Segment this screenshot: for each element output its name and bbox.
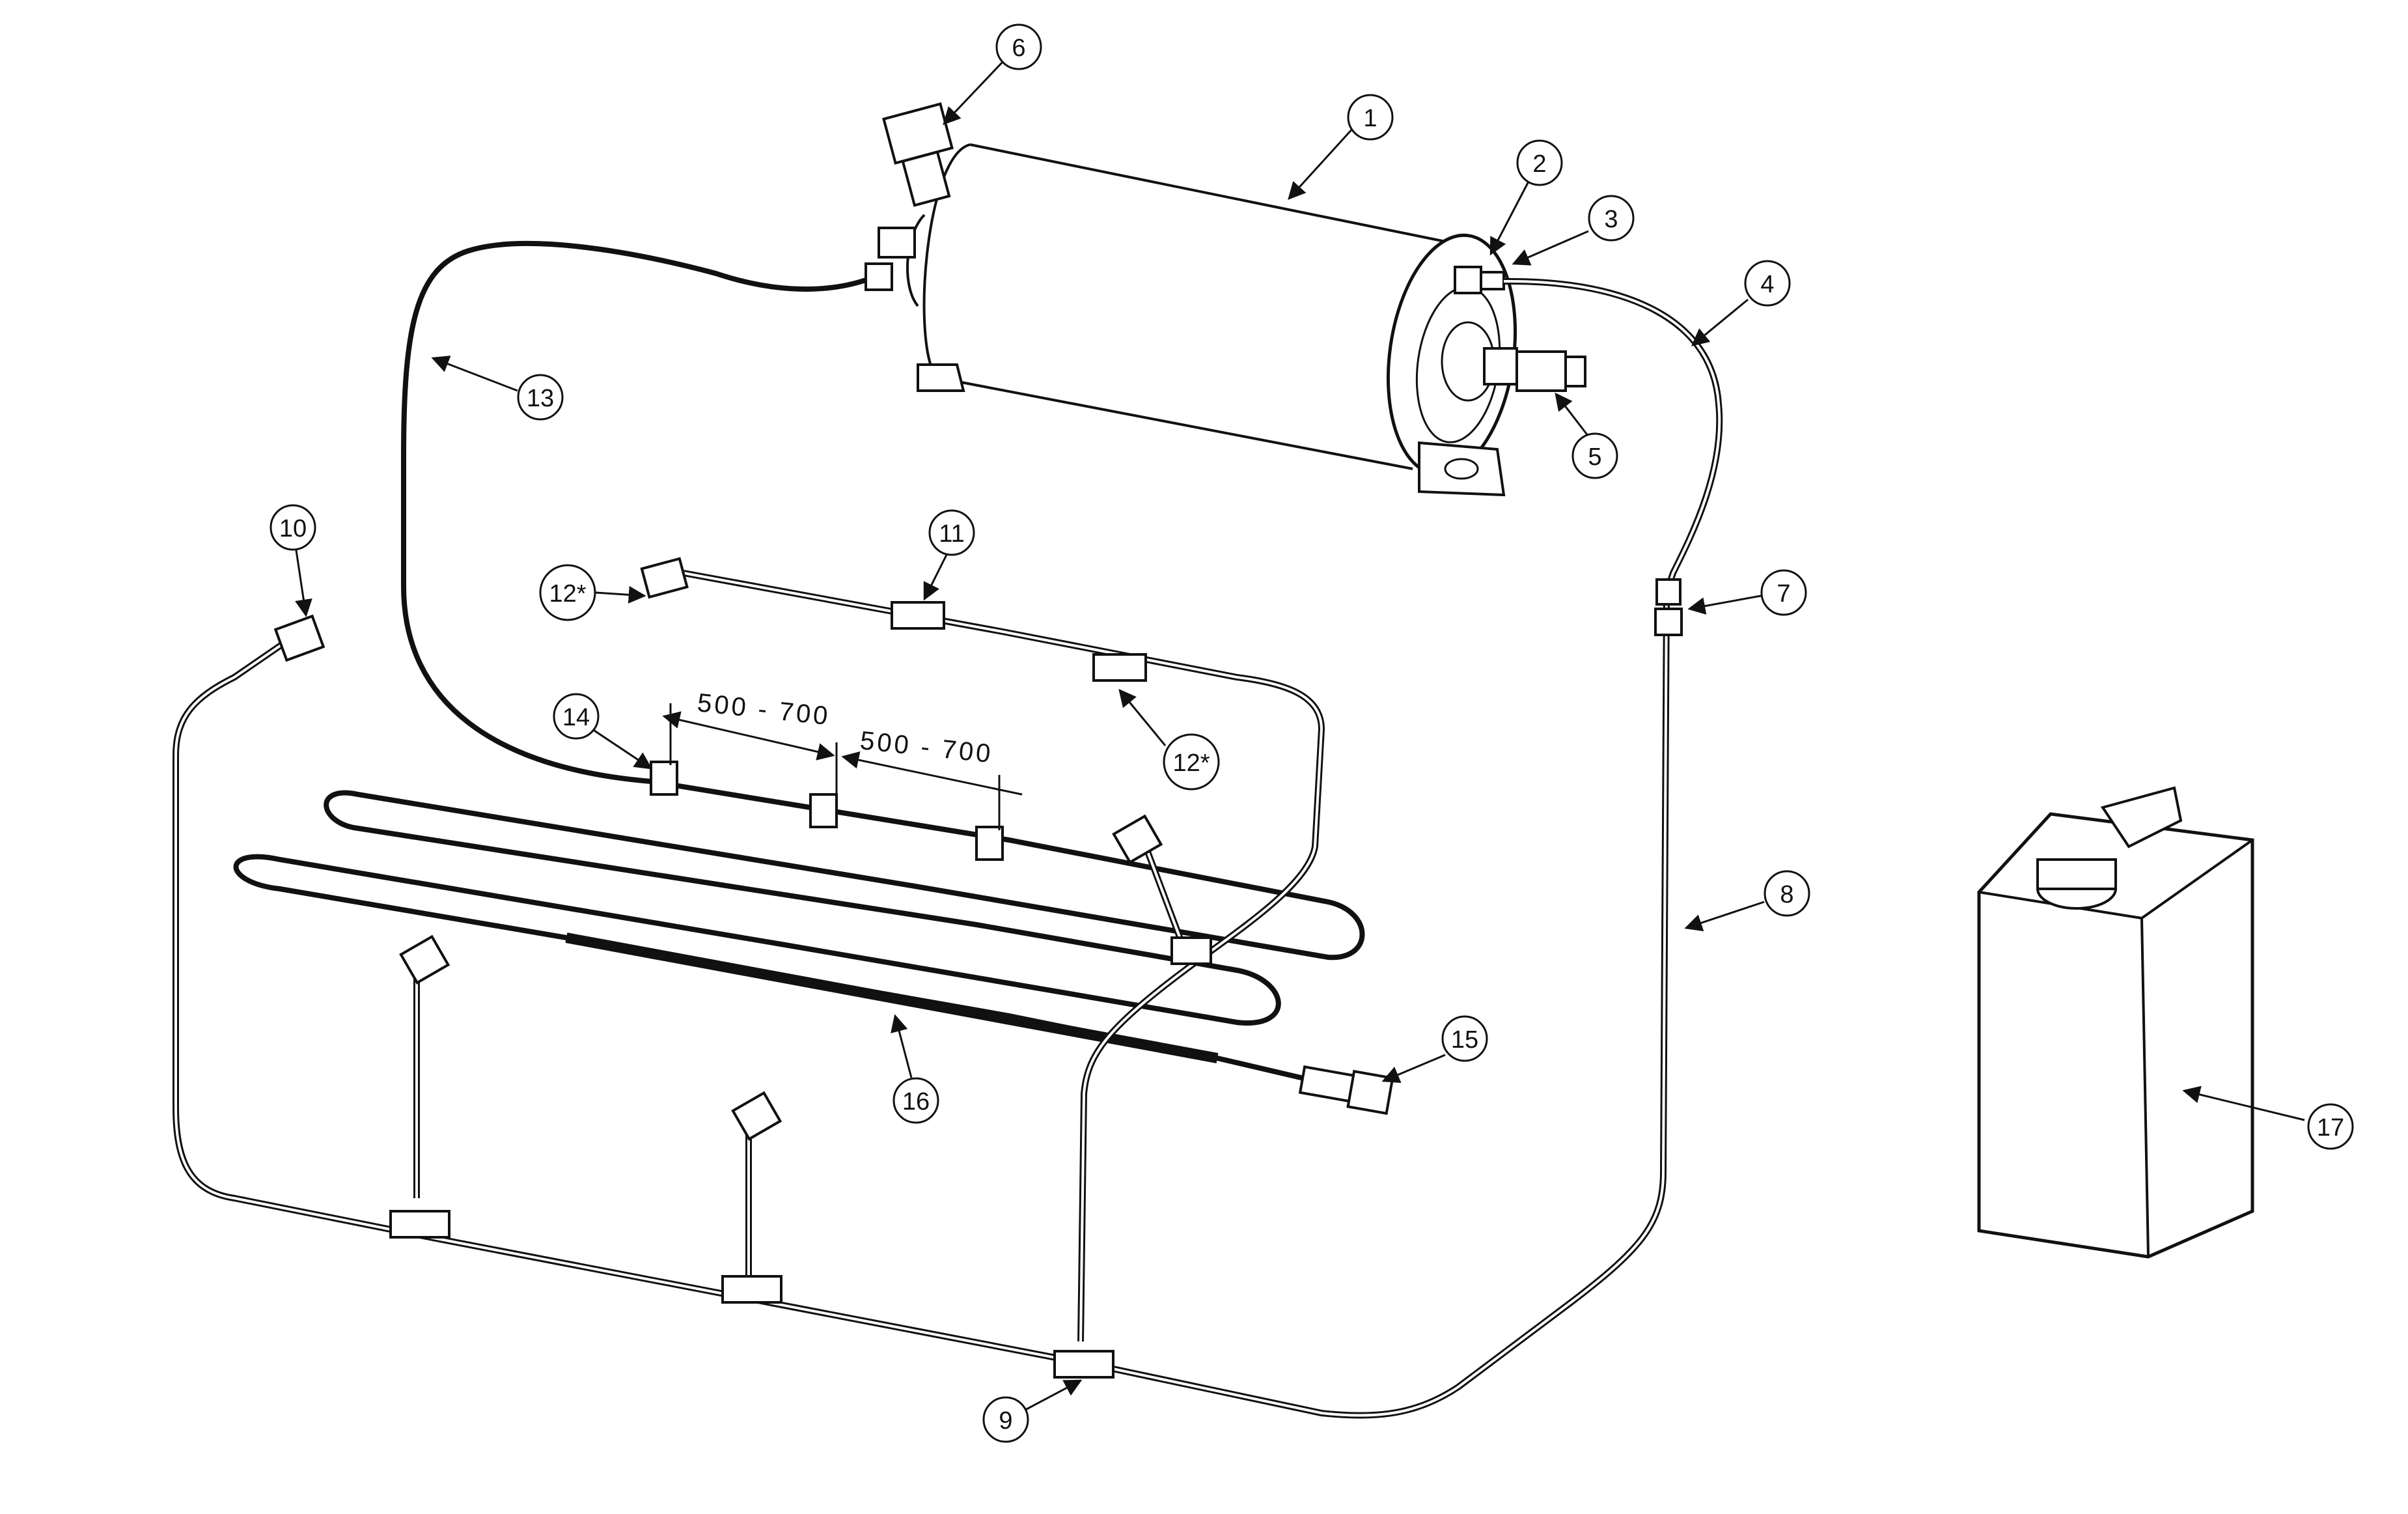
callout-3-label: 3	[1604, 206, 1618, 233]
callout-2-label: 2	[1532, 150, 1546, 178]
callout-11-label: 11	[939, 520, 964, 548]
pressure-switch	[865, 102, 954, 291]
callout-17: 17	[2182, 1086, 2354, 1150]
callout-8-label: 8	[1780, 881, 1793, 908]
callout-7: 7	[1687, 569, 1807, 616]
callout-7-label: 7	[1777, 580, 1790, 608]
hose-clips	[650, 761, 1004, 861]
callout-11: 11	[923, 509, 975, 601]
callout-1-label: 1	[1363, 105, 1377, 132]
callout-12a-label: 12*	[549, 580, 586, 608]
pump-reservoir-tank	[906, 143, 1517, 497]
main-feed-line-inner	[174, 279, 1721, 1417]
hose-connector	[1298, 1065, 1394, 1115]
dimension-label-2: 500 - 700	[859, 726, 995, 768]
callout-6: 6	[943, 23, 1042, 125]
level-switch	[1483, 347, 1586, 392]
callout-5: 5	[1555, 392, 1618, 479]
protective-sheath	[565, 932, 1219, 1063]
callout-10: 10	[270, 504, 316, 617]
callout-5-label: 5	[1588, 443, 1601, 471]
callout-1: 1	[1288, 94, 1394, 200]
callout-2: 2	[1489, 139, 1563, 256]
grease-container	[1977, 786, 2254, 1259]
callout-14-label: 14	[562, 704, 590, 731]
callout-8: 8	[1684, 870, 1810, 932]
callout-12b: 12*	[1118, 688, 1220, 791]
callout-17-label: 17	[2317, 1114, 2344, 1142]
return-hose	[233, 240, 1365, 1084]
dimension-label-1: 500 - 700	[696, 688, 832, 731]
callout-9-label: 9	[999, 1407, 1012, 1435]
callout-15: 15	[1381, 1015, 1488, 1084]
callout-12a: 12*	[539, 564, 646, 621]
callout-4-label: 4	[1760, 271, 1774, 298]
tank-outlet-fitting	[1454, 266, 1505, 294]
callout-13: 13	[431, 356, 564, 421]
dimension-lines	[662, 703, 1023, 830]
callout-3: 3	[1512, 195, 1635, 266]
callout-16-label: 16	[902, 1088, 930, 1115]
callout-6-label: 6	[1012, 35, 1025, 62]
callout-16: 16	[891, 1014, 939, 1124]
callout-13-label: 13	[527, 385, 554, 412]
callout-9: 9	[982, 1379, 1083, 1443]
callout-15-label: 15	[1451, 1026, 1478, 1054]
tee-fittings	[389, 601, 1212, 1379]
callout-10-label: 10	[279, 515, 307, 542]
callout-12b-label: 12*	[1172, 750, 1210, 777]
branch-lines-inner	[415, 572, 1323, 1342]
elbow-fittings	[273, 557, 1163, 1141]
callout-4: 4	[1691, 260, 1791, 346]
callout-14: 14	[553, 693, 653, 770]
line-union	[1654, 578, 1683, 636]
